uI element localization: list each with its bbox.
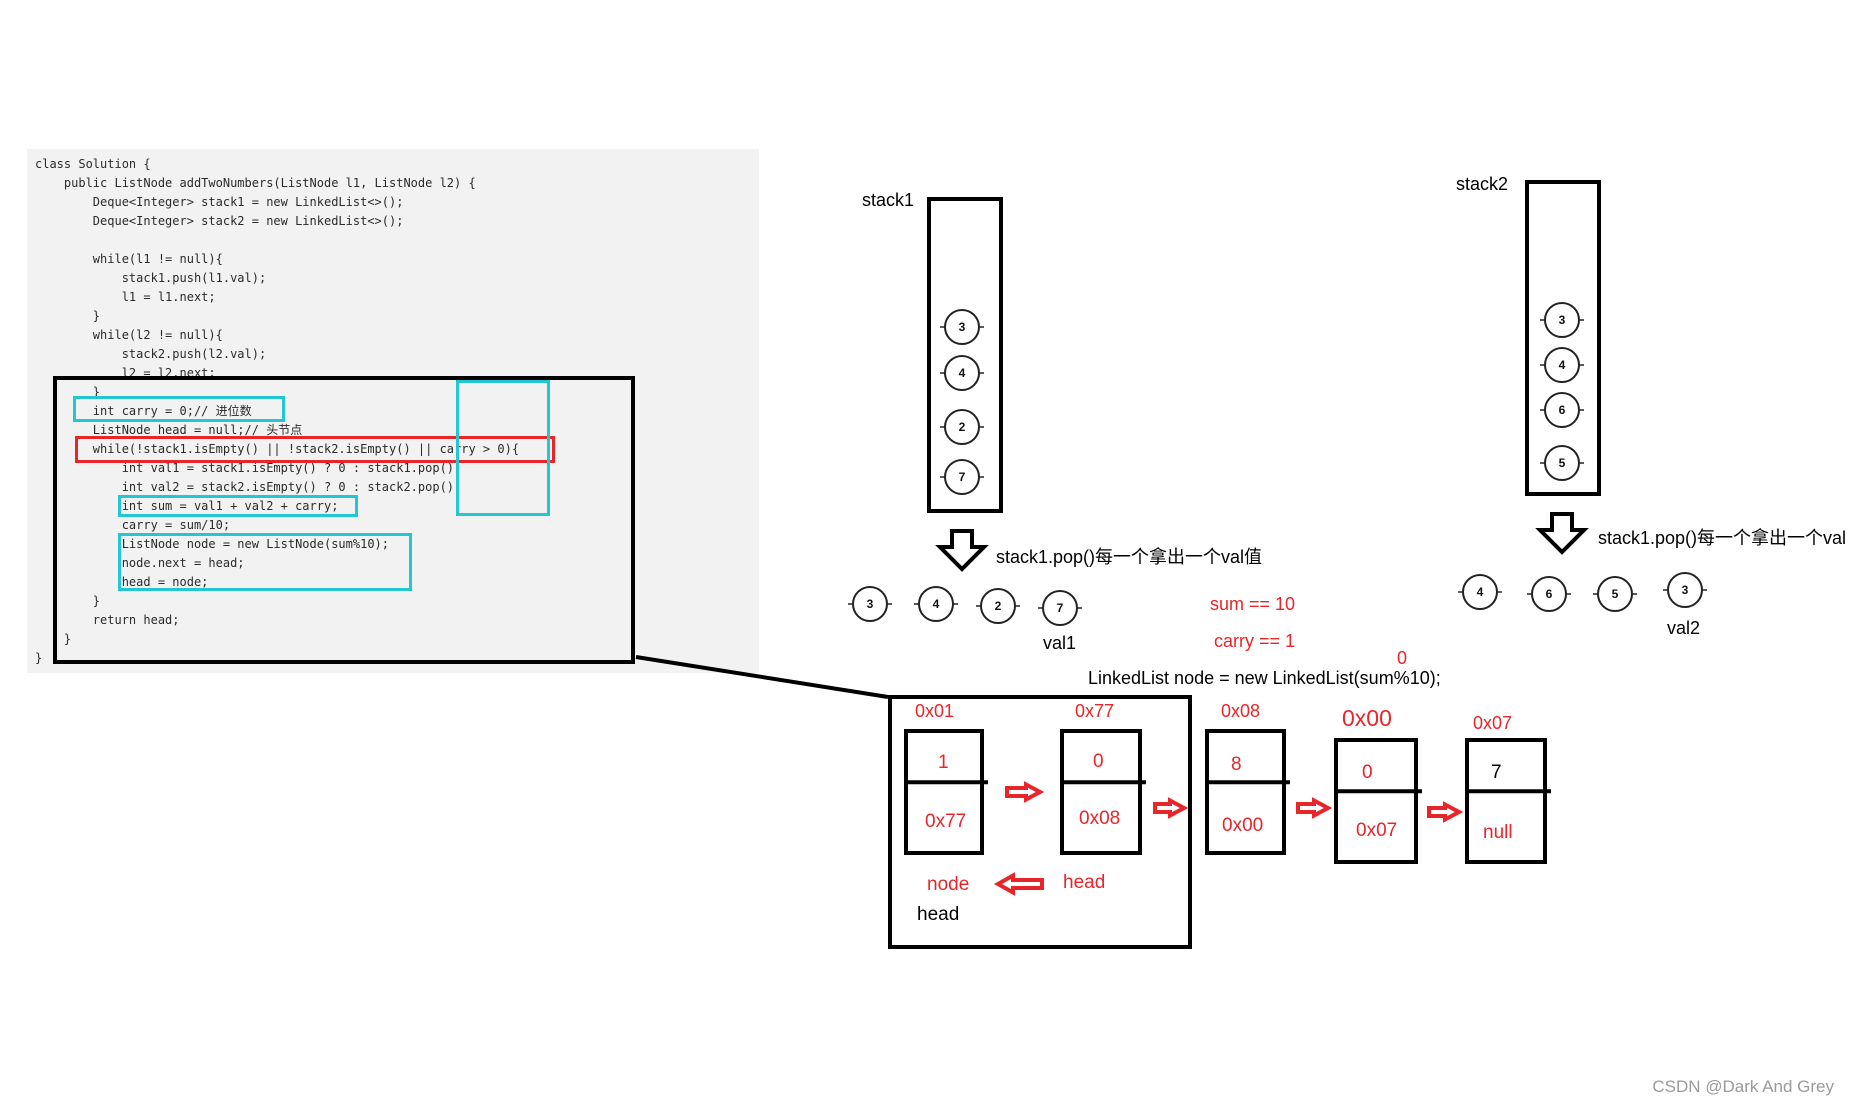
code-line: public ListNode addTwoNumbers(ListNode l… [35, 176, 476, 190]
stack2-label: stack2 [1456, 174, 1509, 194]
val1-item-label: 4 [933, 597, 940, 611]
node-frame [888, 695, 1192, 949]
carry-condition-highlight [456, 380, 550, 516]
loop-highlight-frame [53, 376, 635, 664]
list-node-box [1465, 738, 1547, 864]
carry-text: carry == 1 [1214, 631, 1296, 651]
sum-highlight [118, 495, 358, 517]
node-value: 8 [1231, 754, 1242, 775]
watermark: CSDN @Dark And Grey [1652, 1077, 1834, 1096]
val2-item-label: 3 [1682, 583, 1689, 597]
pop2-arrow [1535, 512, 1589, 555]
connector-line [635, 655, 889, 699]
stack1-item-label: 7 [959, 470, 966, 484]
val2-label: val2 [1667, 618, 1701, 638]
stack1-container [927, 197, 1003, 513]
stack2-item-label: 6 [1559, 403, 1566, 417]
code-line: int sum = val1 + val2 + carry; [35, 499, 339, 513]
code-line: while(l2 != null){ [35, 328, 223, 342]
node-next: 0x08 [1079, 808, 1121, 829]
val2-item-label: 6 [1546, 587, 1553, 601]
carry-highlight [73, 396, 285, 422]
code-line: Deque<Integer> stack2 = new LinkedList<>… [35, 214, 404, 228]
head-label-red: head [1063, 872, 1106, 893]
code-line: ListNode head = null;// 头节点 [35, 423, 303, 437]
code-panel: class Solution { public ListNode addTwoN… [27, 149, 759, 673]
code-line: carry = sum/10; [35, 518, 231, 532]
pointer-arrow [1427, 801, 1464, 823]
node-label: node [927, 874, 970, 895]
code-line: class Solution { [35, 157, 151, 171]
node-address: 0x07 [1473, 713, 1513, 733]
while-condition-highlight [75, 436, 555, 463]
code-line: } [35, 309, 101, 323]
code-line: int carry = 0;// 进位数 [35, 404, 252, 418]
code-block: class Solution { public ListNode addTwoN… [35, 155, 519, 668]
head-label: head [917, 904, 960, 925]
stack1-item-label: 4 [959, 366, 966, 380]
list-node-box [1060, 729, 1142, 855]
pointer-arrow [1005, 781, 1045, 803]
val1-item-label: 3 [867, 597, 874, 611]
list-node-box [1205, 729, 1286, 855]
code-line: while(l1 != null){ [35, 252, 223, 266]
code-line: int val2 = stack2.isEmpty() ? 0 : stack2… [35, 480, 462, 494]
val1-item-label: 2 [995, 599, 1002, 613]
code-line: Deque<Integer> stack1 = new LinkedList<>… [35, 195, 404, 209]
node-value: 0 [1093, 751, 1104, 772]
stack2-item-label: 5 [1559, 456, 1566, 470]
pop1-arrow [935, 529, 989, 572]
pointer-arrow [1153, 797, 1189, 819]
code-line: } [35, 385, 101, 399]
val2-item-label: 5 [1612, 587, 1619, 601]
stack2-item-label: 3 [1559, 313, 1566, 327]
node-address: 0x08 [1221, 701, 1261, 721]
code-line: l1 = l1.next; [35, 290, 216, 304]
pointer-arrow [1296, 797, 1333, 819]
stack2-item-label: 4 [1559, 358, 1566, 372]
list-node-box [1334, 738, 1418, 864]
val2-item-label: 4 [1477, 585, 1484, 599]
linked-list-caption: LinkedList node = new LinkedList(sum%10)… [1088, 668, 1441, 688]
val1-item-label: 7 [1057, 601, 1064, 615]
code-line: } [35, 632, 72, 646]
stack1-item-label: 3 [959, 320, 966, 334]
node-next: 0x07 [1356, 820, 1398, 841]
list-node-box [904, 729, 984, 855]
code-line: node.next = head; [35, 556, 245, 570]
node-value: 1 [938, 752, 949, 773]
node-next: null [1483, 822, 1513, 843]
code-line: head = node; [35, 575, 209, 589]
code-line: ListNode node = new ListNode(sum%10); [35, 537, 390, 551]
node-creation-highlight [118, 533, 412, 591]
pop1-caption: stack1.pop()每一个拿出一个val值 [996, 547, 1263, 567]
stack1-item-label: 2 [959, 420, 966, 434]
node-address: 0x77 [1075, 701, 1115, 721]
node-address: 0x01 [915, 701, 955, 721]
node-next: 0x00 [1222, 815, 1264, 836]
code-line: return head; [35, 613, 180, 627]
head-to-node-arrow [993, 872, 1044, 896]
stack1-label: stack1 [862, 190, 915, 210]
pop2-caption: stack1.pop()每一个拿出一个val [1598, 528, 1847, 548]
code-line: } [35, 651, 43, 665]
code-line: } [35, 594, 101, 608]
stack2-container [1525, 180, 1601, 496]
code-line: int val1 = stack1.isEmpty() ? 0 : stack1… [35, 461, 462, 475]
zero-text: 0 [1397, 648, 1408, 668]
code-line: stack2.push(l2.val); [35, 347, 267, 361]
sum-text: sum == 10 [1210, 594, 1296, 614]
code-line: while(!stack1.isEmpty() || !stack2.isEmp… [35, 442, 520, 456]
val1-label: val1 [1043, 633, 1077, 653]
code-line: stack1.push(l1.val); [35, 271, 267, 285]
node-value: 7 [1491, 762, 1502, 783]
node-next: 0x77 [925, 811, 967, 832]
node-value: 0 [1362, 762, 1373, 783]
node-address: 0x00 [1342, 705, 1392, 731]
